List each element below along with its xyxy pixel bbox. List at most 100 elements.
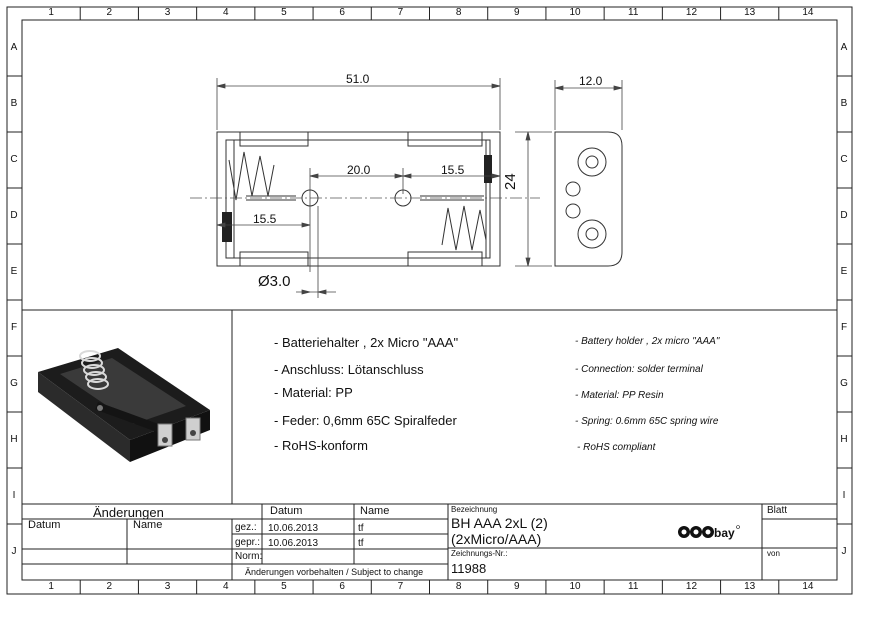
zone-ticks <box>7 7 852 594</box>
inner-frame <box>21 19 838 581</box>
gepr-name: tf <box>358 538 364 549</box>
column-label-bottom: 10 <box>569 581 581 592</box>
row-label-left: F <box>10 322 18 333</box>
top-view <box>216 131 501 267</box>
of-label: von <box>767 549 780 558</box>
side-view <box>554 131 623 267</box>
row-label-right: F <box>840 322 848 333</box>
spec-en-5: - RoHS compliant <box>577 442 656 453</box>
column-label-bottom: 13 <box>744 581 756 592</box>
column-label-top: 4 <box>222 7 229 18</box>
row-label-right: I <box>842 490 846 501</box>
row-label-left: J <box>11 546 17 557</box>
row-label-right: J <box>841 546 847 557</box>
changes-name-header: Name <box>133 519 163 531</box>
spec-en-1: - Battery holder , 2x micro "AAA" <box>575 336 720 347</box>
norm-label: Norm: <box>235 551 263 562</box>
designation-line-1: BH AAA 2xL (2) <box>451 515 548 531</box>
spec-en-2: - Connection: solder terminal <box>575 364 703 375</box>
gez-label: gez.: <box>235 522 257 533</box>
drawing-number: 11988 <box>451 561 487 576</box>
row-label-left: B <box>10 98 18 109</box>
spring-left <box>228 151 275 201</box>
row-label-left: E <box>10 266 18 277</box>
row-label-right: B <box>840 98 848 109</box>
column-label-top: 11 <box>628 7 639 18</box>
gez-date: 10.06.2013 <box>268 523 319 534</box>
row-label-right: H <box>840 434 848 445</box>
changes-date-header: Datum <box>28 519 61 531</box>
column-label-top: 2 <box>106 7 113 18</box>
row-label-left: H <box>10 434 18 445</box>
dim-hole-spacing-label: 20.0 <box>347 163 371 177</box>
row-label-left: D <box>10 210 18 221</box>
column-label-top: 13 <box>744 7 756 18</box>
column-label-top: 9 <box>514 7 520 18</box>
dim-width <box>554 80 623 130</box>
row-label-left: I <box>12 490 16 501</box>
column-label-top: 3 <box>164 7 171 18</box>
dim-height-label: 24 <box>502 173 519 190</box>
spec-en-3: - Material: PP Resin <box>575 390 664 401</box>
spec-de-2: - Anschluss: Lötanschluss <box>274 362 424 377</box>
column-label-bottom: 2 <box>106 581 113 592</box>
column-label-top: 8 <box>455 7 462 18</box>
column-label-top: 5 <box>281 7 287 18</box>
svg-text:bay: bay <box>714 526 735 540</box>
spec-en-4: - Spring: 0.6mm 65C spring wire <box>575 416 719 427</box>
dim-hole-diameter-label: Ø3.0 <box>258 273 291 290</box>
column-label-bottom: 6 <box>339 581 345 592</box>
title-block-grid <box>22 503 837 580</box>
column-label-top: 6 <box>339 7 345 18</box>
dim-length-label: 51.0 <box>346 72 370 86</box>
dim-length <box>216 78 501 130</box>
dim-left-offset-label: 15.5 <box>253 212 277 226</box>
name-header: Name <box>360 505 390 517</box>
designation-label: Bezeichnung <box>451 505 498 514</box>
column-label-top: 12 <box>685 7 698 18</box>
row-label-left: C <box>10 154 18 165</box>
spec-de-5: - RoHS-konform <box>274 438 368 453</box>
row-label-left: G <box>10 378 18 389</box>
column-label-bottom: 3 <box>164 581 171 592</box>
row-label-left: A <box>10 42 18 53</box>
row-label-right: D <box>840 210 848 221</box>
column-label-top: 7 <box>397 7 404 18</box>
column-label-top: 1 <box>48 7 54 18</box>
column-label-bottom: 11 <box>628 581 639 592</box>
product-photo <box>38 348 210 462</box>
row-label-right: C <box>840 154 848 165</box>
gez-name: tf <box>358 523 364 534</box>
designation-line-2: (2xMicro/AAA) <box>451 531 542 547</box>
row-label-right: E <box>840 266 848 277</box>
gepr-date: 10.06.2013 <box>268 538 319 549</box>
column-label-bottom: 4 <box>222 581 229 592</box>
row-label-right: A <box>840 42 848 53</box>
dim-height <box>515 131 552 267</box>
dim-right-offset-label: 15.5 <box>441 163 465 177</box>
drawing-number-label: Zeichnungs-Nr.: <box>451 549 508 558</box>
column-label-top: 10 <box>569 7 581 18</box>
datum-header: Datum <box>270 505 303 517</box>
row-label-right: G <box>840 378 848 389</box>
column-label-bottom: 14 <box>802 581 814 592</box>
sheet-label: Blatt <box>767 505 788 516</box>
column-label-bottom: 9 <box>514 581 520 592</box>
spring-right <box>441 205 487 251</box>
subject-to-change-notice: Änderungen vorbehalten / Subject to chan… <box>245 567 424 577</box>
column-label-bottom: 1 <box>48 581 54 592</box>
column-label-top: 14 <box>802 7 814 18</box>
spec-de-4: - Feder: 0,6mm 65C Spiralfeder <box>274 413 457 428</box>
column-label-bottom: 8 <box>455 581 462 592</box>
column-label-bottom: 12 <box>685 581 698 592</box>
spec-de-1: - Batteriehalter , 2x Micro "AAA" <box>274 335 459 350</box>
changes-header: Änderungen <box>93 505 164 520</box>
goobay-logo: bay <box>676 522 742 542</box>
column-label-bottom: 7 <box>397 581 404 592</box>
column-label-bottom: 5 <box>281 581 287 592</box>
dim-holes <box>216 168 501 298</box>
gepr-label: gepr.: <box>235 537 261 548</box>
spec-de-3: - Material: PP <box>274 385 353 400</box>
dim-width-label: 12.0 <box>579 74 603 88</box>
